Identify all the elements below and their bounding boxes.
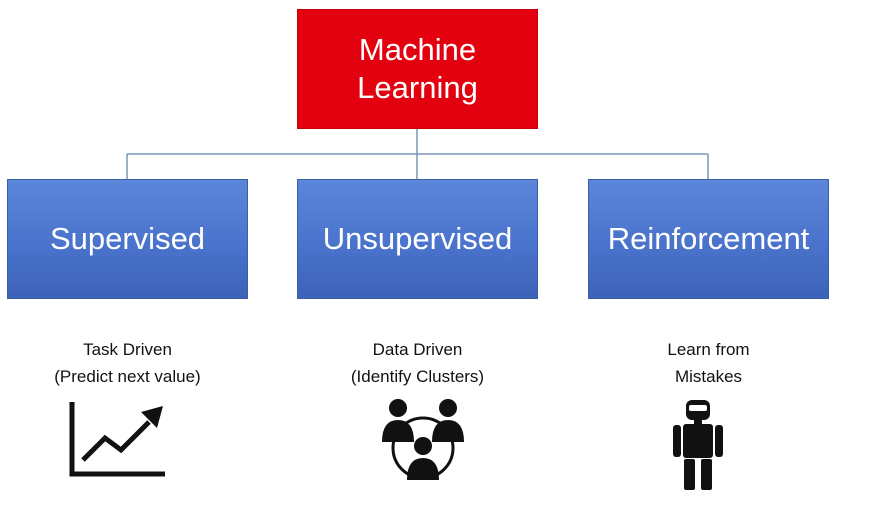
supervised-description-line2: (Predict next value) (54, 367, 201, 386)
reinforcement-description: Learn from Mistakes (588, 336, 829, 390)
unsupervised-description: Data Driven (Identify Clusters) (297, 336, 538, 390)
supervised-description: Task Driven (Predict next value) (7, 336, 248, 390)
unsupervised-description-line2: (Identify Clusters) (350, 367, 485, 386)
reinforcement-title: Reinforcement (607, 221, 810, 256)
unsupervised-title: Unsupervised (322, 221, 513, 256)
trending-chart-icon (69, 402, 165, 477)
supervised-title: Supervised (49, 221, 206, 256)
reinforcement-description-line2: Mistakes (674, 367, 743, 386)
supervised-description-line1: Task Driven (83, 340, 172, 359)
reinforcement-description-line1: Learn from (667, 340, 750, 359)
unsupervised-description-line1: Data Driven (372, 340, 463, 359)
machine-learning-title: Machine Learning (357, 32, 478, 105)
supervised-node: Supervised (7, 179, 248, 299)
machine-learning-node: Machine Learning (297, 9, 538, 129)
unsupervised-node: Unsupervised (297, 179, 538, 299)
reinforcement-node: Reinforcement (588, 179, 829, 299)
people-cluster-icon (382, 399, 464, 480)
robot-icon (673, 400, 723, 490)
